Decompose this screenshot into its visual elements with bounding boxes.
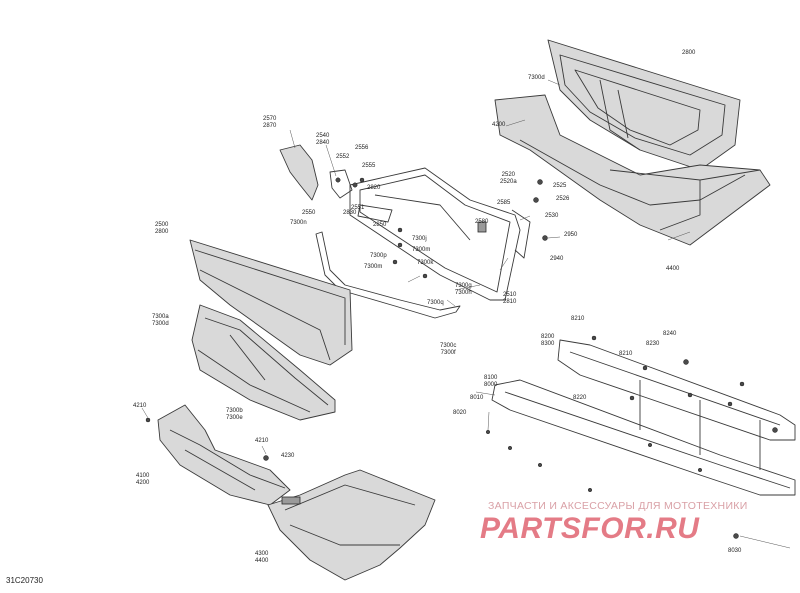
seal-strip-7300c	[315, 231, 461, 319]
callout-2550: 2550	[302, 210, 316, 216]
inner-door-panel-7300a	[191, 304, 336, 421]
callout-7300c-7300f: 7300c 7300f	[440, 343, 457, 356]
callout-2552: 2552	[336, 154, 350, 160]
callout-7300m-2: 7300m	[364, 264, 383, 270]
callout-2530: 2530	[545, 213, 559, 219]
callout-2526: 2526	[556, 196, 570, 202]
callout-7300b-7300e: 7300b 7300e	[226, 408, 243, 421]
callout-2570-2870: 2570 2870	[263, 116, 277, 129]
callout-2800: 2800	[682, 50, 696, 56]
callout-2830: 2830	[343, 210, 357, 216]
callout-8100-8000: 8100 8000	[484, 375, 498, 388]
fasteners	[145, 177, 778, 539]
callout-2556: 2556	[355, 145, 369, 151]
lower-trim-4400	[494, 94, 771, 246]
callout-2820: 2820	[367, 185, 381, 191]
callout-4200: 4200	[492, 122, 506, 128]
frame-rail-8100	[491, 339, 796, 496]
watermark-tagline: ЗАПЧАСТИ И АКСЕССУАРЫ ДЛЯ МОТОТЕХНИКИ	[488, 500, 748, 512]
door-panel-2800	[547, 39, 741, 171]
callout-8240: 8240	[663, 331, 677, 337]
callout-7300n: 7300n	[290, 220, 307, 226]
callout-8210-a: 8210	[571, 316, 585, 322]
callout-4300-4400: 4300 4400	[255, 551, 269, 564]
callout-8200-8300: 8200 8300	[541, 334, 555, 347]
callout-2555: 2555	[362, 163, 376, 169]
callout-7300d: 7300d	[528, 75, 545, 81]
callout-4230: 4230	[281, 453, 295, 459]
callout-7300q: 7300q	[427, 300, 444, 306]
callout-7300p: 7300p	[370, 253, 387, 259]
callout-2525: 2525	[553, 183, 567, 189]
callout-7300g-7300h: 7300g 7300h	[455, 283, 472, 296]
callout-7300j: 7300j	[412, 236, 427, 242]
callout-2585: 2585	[497, 200, 511, 206]
callout-2850: 2850	[373, 222, 387, 228]
callout-7300a-7300d: 7300a 7300d	[152, 314, 169, 327]
callout-4400: 4400	[666, 266, 680, 272]
callout-2580: 2580	[475, 219, 489, 225]
callout-2940: 2940	[550, 256, 564, 262]
callout-4210-mid: 4210	[255, 438, 269, 444]
callout-2950: 2950	[564, 232, 578, 238]
diagram-code: 31C20730	[6, 576, 43, 585]
callout-8010: 8010	[470, 395, 484, 401]
door-frame-2510	[349, 167, 531, 301]
callout-2520-2520a: 2520 2520a	[500, 172, 517, 185]
callout-7300m: 7300m	[412, 247, 431, 253]
callout-2551: 2551	[351, 205, 365, 211]
callout-8220: 8220	[573, 395, 587, 401]
callout-8030: 8030	[728, 548, 742, 554]
footwell-panel-4100	[157, 404, 291, 506]
leader-lines	[141, 79, 791, 549]
callout-8230: 8230	[646, 341, 660, 347]
callout-2500-2800: 2500 2800	[155, 222, 169, 235]
callout-4100-4200: 4100 4200	[136, 473, 150, 486]
footwell-panel-4300	[267, 469, 436, 581]
callout-2540-2840: 2540 2840	[316, 133, 330, 146]
hinge-bracket-2570	[279, 144, 393, 223]
watermark-logo: PARTSFOR.RU	[480, 512, 700, 545]
callout-2510-2810: 2510 2810	[503, 292, 517, 305]
callout-8020: 8020	[453, 410, 467, 416]
callout-7300k-top: 7300k	[417, 260, 434, 266]
callout-4210-left: 4210	[133, 403, 147, 409]
callout-8210-b: 8210	[619, 351, 633, 357]
outer-door-shell-2500	[189, 239, 353, 366]
